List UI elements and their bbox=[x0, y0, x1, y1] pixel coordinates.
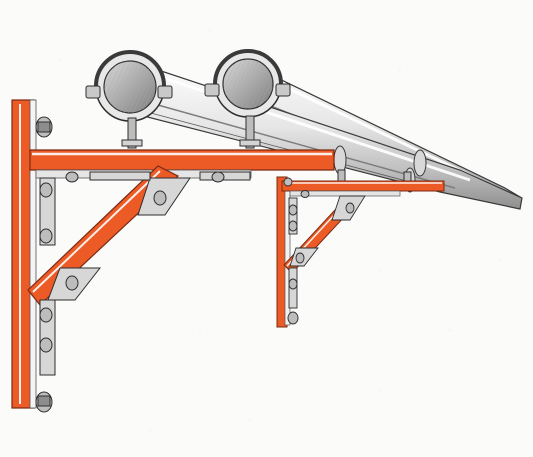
small-bracket bbox=[276, 176, 445, 328]
paper-texture bbox=[59, 29, 501, 431]
clamp-posts bbox=[121, 115, 412, 187]
pipe-group bbox=[85, 49, 523, 210]
small-bracket-hardware bbox=[283, 177, 366, 325]
large-bracket-hardware bbox=[35, 116, 251, 413]
front-pipe-end bbox=[85, 50, 173, 122]
large-bracket bbox=[11, 99, 335, 413]
rear-pipe-end bbox=[204, 49, 291, 118]
